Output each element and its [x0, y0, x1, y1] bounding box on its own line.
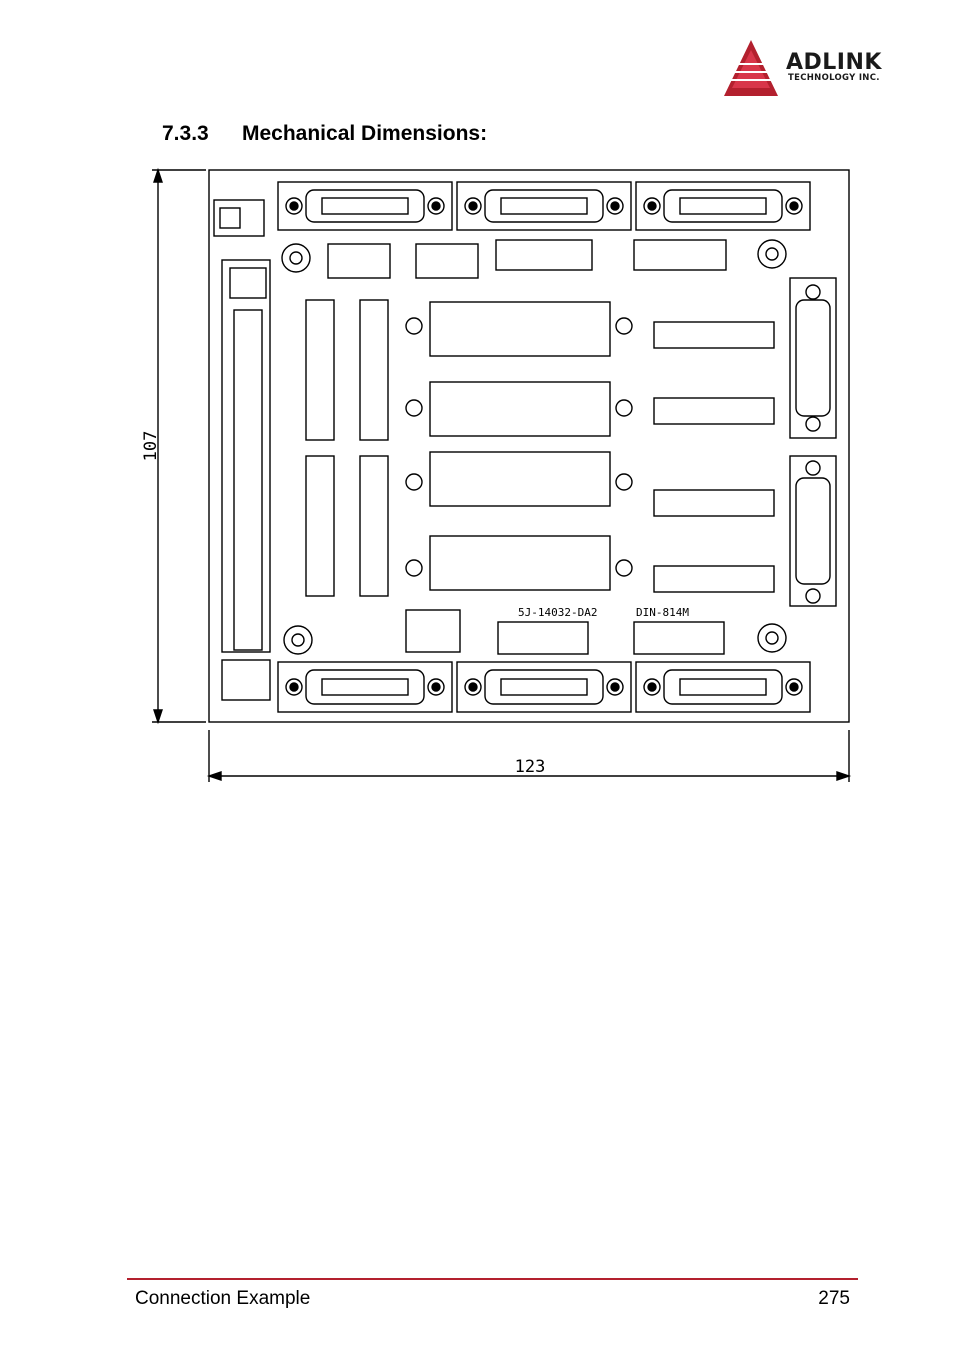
adlink-triangle-icon: [724, 40, 778, 96]
terminal-blocks: [429, 301, 611, 591]
page-number: 275: [818, 1288, 850, 1309]
mechanical-drawing: 107 123 5J-14032-DA2 DIN-814M: [130, 160, 860, 800]
top-connectors: [277, 181, 811, 231]
height-dimension-label: 107: [141, 431, 161, 462]
adlink-logo: [720, 38, 920, 100]
section-number: 7.3.3: [162, 122, 209, 145]
left-idc-connector: [213, 199, 271, 701]
section-heading: 7.3.3 Mechanical Dimensions:: [162, 122, 487, 146]
header-strips: [305, 299, 389, 597]
width-dimension-label: 123: [515, 757, 546, 777]
section-title: Mechanical Dimensions:: [242, 122, 488, 145]
logo-tagline: TECHNOLOGY INC.: [788, 73, 880, 83]
board-outline: [208, 169, 850, 723]
logo-name: ADLINK: [786, 50, 882, 75]
din-part-label: DIN-814M: [636, 606, 689, 619]
footer-section-name: Connection Example: [135, 1288, 311, 1309]
right-connectors: [789, 277, 837, 607]
board-outline-svg: 107 123 5J-14032-DA2 DIN-814M: [141, 167, 852, 782]
terminal-part-label: 5J-14032-DA2: [518, 606, 597, 619]
bottom-connectors: [277, 661, 811, 713]
footer-rule: [127, 1278, 858, 1280]
